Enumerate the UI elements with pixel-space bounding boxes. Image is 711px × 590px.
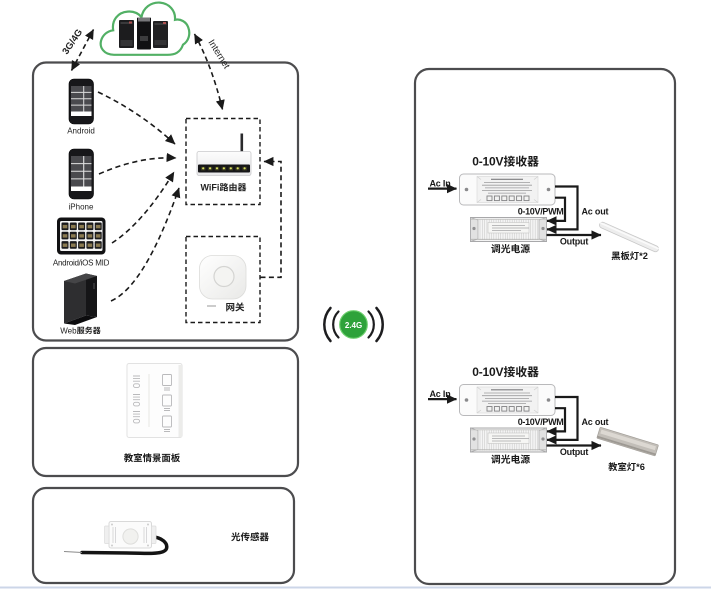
- svg-text:0-10V/PWM: 0-10V/PWM: [518, 207, 564, 217]
- svg-text:*2: *2: [639, 251, 648, 261]
- svg-text:Ac out: Ac out: [582, 417, 609, 427]
- svg-text:0-10V: 0-10V: [472, 155, 503, 169]
- svg-text:WiFi: WiFi: [201, 183, 220, 193]
- svg-text:Output: Output: [560, 236, 588, 246]
- svg-text:Android/iOS MID: Android/iOS MID: [53, 259, 110, 268]
- svg-text:Android: Android: [67, 127, 95, 136]
- svg-text:0-10V/PWM: 0-10V/PWM: [518, 417, 564, 427]
- svg-text:Ac In: Ac In: [430, 389, 451, 399]
- svg-text:Web: Web: [60, 326, 77, 335]
- svg-text:2.4G: 2.4G: [345, 321, 362, 330]
- svg-text:0-10V: 0-10V: [472, 365, 503, 379]
- svg-text:Ac out: Ac out: [582, 207, 609, 217]
- svg-text:*6: *6: [636, 462, 645, 472]
- svg-text:iPhone: iPhone: [69, 202, 94, 211]
- svg-text:Ac In: Ac In: [430, 178, 451, 188]
- svg-text:Output: Output: [560, 447, 588, 457]
